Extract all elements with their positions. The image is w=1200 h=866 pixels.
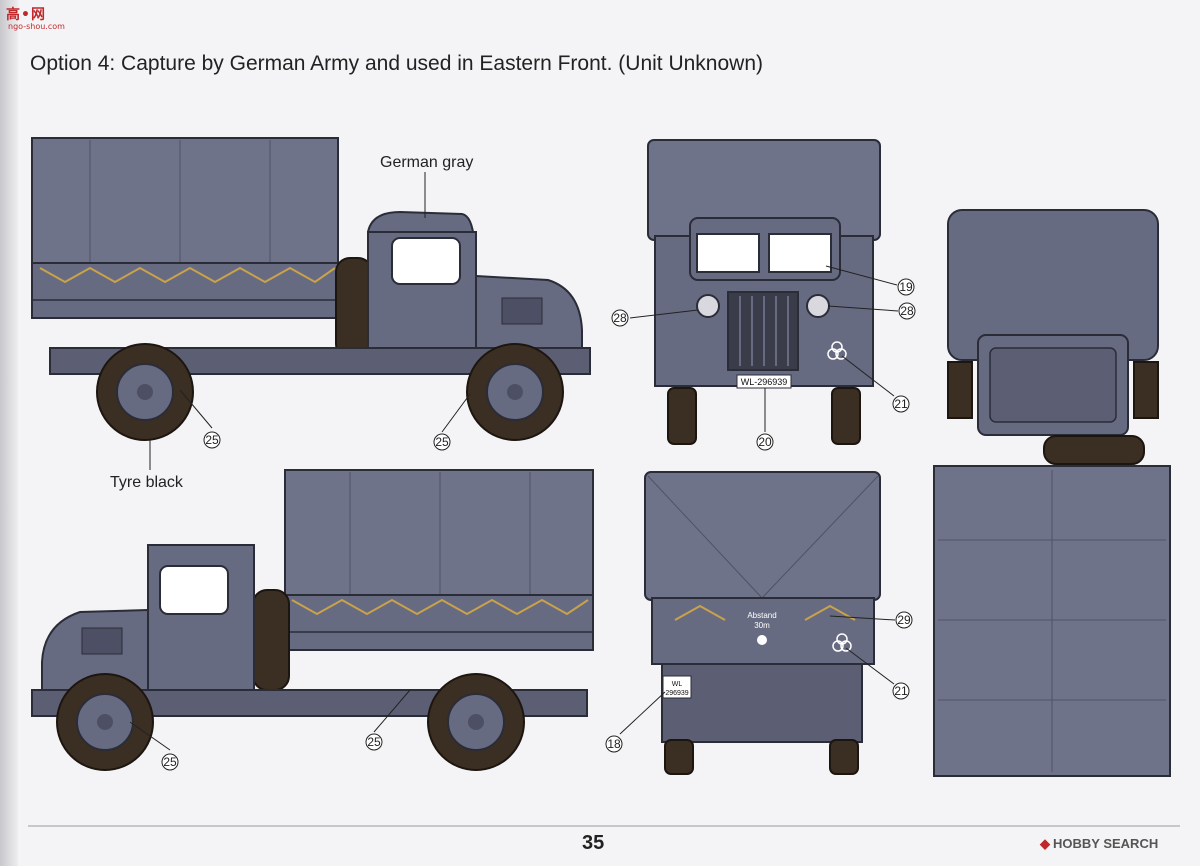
callout-21-b: 21 (894, 684, 908, 698)
callout-28-right: 28 (900, 304, 914, 318)
label-german-gray: German gray (380, 154, 474, 171)
callout-19: 19 (899, 280, 913, 294)
callout-18: 18 (607, 737, 621, 751)
rear-sign-line1: Abstand (747, 611, 776, 620)
hobby-search-watermark: ◆HOBBY SEARCH (1040, 836, 1158, 852)
watermark-text: HOBBY SEARCH (1053, 836, 1159, 851)
callout-21-a: 21 (894, 397, 908, 411)
site-logo: 高•网 (6, 7, 46, 23)
page-number: 35 (582, 832, 605, 854)
label-tyre-black: Tyre black (110, 474, 183, 491)
truck-front-view: WL-296939 (647, 139, 881, 445)
front-plate-text: WL-296939 (741, 377, 788, 387)
site-logo-sub: ngo-shou.com (8, 22, 65, 31)
truck-top-view (933, 209, 1171, 777)
hobby-search-logo-icon: ◆ (1040, 836, 1050, 851)
callout-25-c: 25 (367, 735, 381, 749)
callout-25-a: 25 (205, 433, 219, 447)
callout-20: 20 (758, 435, 772, 449)
rear-plate-line2: 296939 (665, 690, 688, 697)
page-binding-edge (0, 0, 18, 866)
rear-plate-line1: WL (672, 681, 683, 688)
callout-29: 29 (897, 613, 911, 627)
truck-rear-view: Abstand 30m WL 296939 (644, 471, 881, 775)
page-title: Option 4: Capture by German Army and use… (30, 52, 764, 75)
rear-sign-line2: 30m (754, 621, 770, 630)
callouts: 25 25 25 25 28 28 19 21 20 (129, 172, 916, 771)
truck-side-view-right (31, 137, 591, 441)
callout-28-left: 28 (613, 311, 627, 325)
callout-25-d: 25 (163, 755, 177, 769)
callout-25-b: 25 (435, 435, 449, 449)
truck-side-view-left (31, 469, 594, 771)
